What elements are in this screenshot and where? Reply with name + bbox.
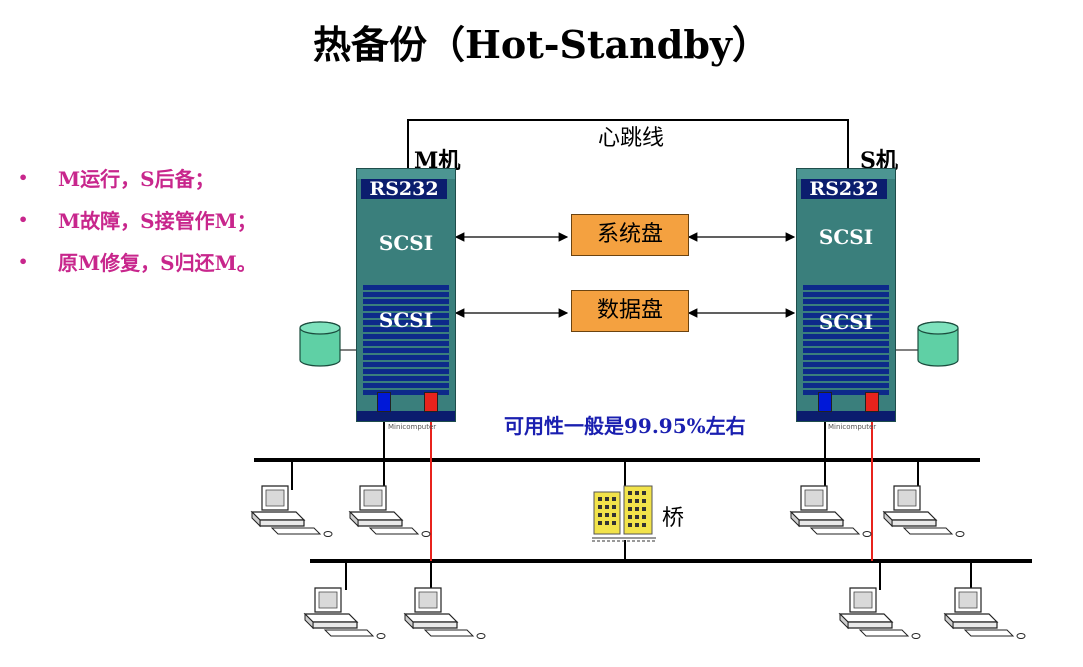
computer-icon (304, 587, 386, 640)
data-disk: 数据盘 (571, 290, 689, 332)
server-vent (803, 285, 889, 395)
network-port-red (424, 392, 438, 412)
scsi-label-top: SCSI (818, 225, 874, 249)
network-port-red (865, 392, 879, 412)
bullet-dot: • (18, 251, 29, 271)
computer-icon (883, 485, 965, 538)
server-model-label: Minicomputer (388, 423, 437, 431)
network-port-blue (377, 392, 391, 412)
server-vent (363, 285, 449, 395)
server-model-label: Minicomputer (828, 423, 877, 431)
bridge-label: 桥 (662, 506, 685, 531)
availability-note: 可用性一般是99.95%左右 (504, 414, 746, 438)
bullet-text: M运行，S后备； (58, 166, 215, 191)
slave-server: RS232 SCSI SCSI (796, 168, 896, 422)
server-top (797, 169, 895, 179)
bullet-text: M故障，S接管作M； (58, 208, 257, 233)
computer-icon (839, 587, 921, 640)
scsi-label-bottom: SCSI (818, 310, 874, 334)
computer-icon (944, 587, 1026, 640)
bullet-dot: • (18, 209, 29, 229)
scsi-label-top: SCSI (378, 231, 434, 255)
master-server: RS232 SCSI SCSI (356, 168, 456, 422)
computer-icon (790, 485, 872, 538)
database-icon-s (917, 321, 959, 367)
network-port-blue (818, 392, 832, 412)
bullet-dot: • (18, 167, 29, 187)
bridge-building-icon (592, 485, 656, 542)
rs232-port-label: RS232 (361, 179, 447, 199)
server-top (357, 169, 455, 179)
database-icon-m (299, 321, 341, 367)
bullet-text: 原M修复，S归还M。 (58, 250, 257, 275)
computer-icon (349, 485, 431, 538)
bullet-item: • M运行，S后备； (18, 156, 257, 198)
bullet-list: • M运行，S后备； • M故障，S接管作M； • 原M修复，S归还M。 (18, 156, 257, 282)
heartbeat-line (407, 119, 849, 168)
computer-icon (251, 485, 333, 538)
scsi-label-bottom: SCSI (378, 308, 434, 332)
computer-icon (404, 587, 486, 640)
page-title: 热备份（Hot-Standby） (312, 22, 771, 67)
server-base (797, 411, 895, 421)
rs232-port-label: RS232 (801, 179, 887, 199)
heartbeat-label: 心跳线 (598, 126, 665, 151)
server-base (357, 411, 455, 421)
system-disk: 系统盘 (571, 214, 689, 256)
bullet-item: • M故障，S接管作M； (18, 198, 257, 240)
bullet-item: • 原M修复，S归还M。 (18, 240, 257, 282)
